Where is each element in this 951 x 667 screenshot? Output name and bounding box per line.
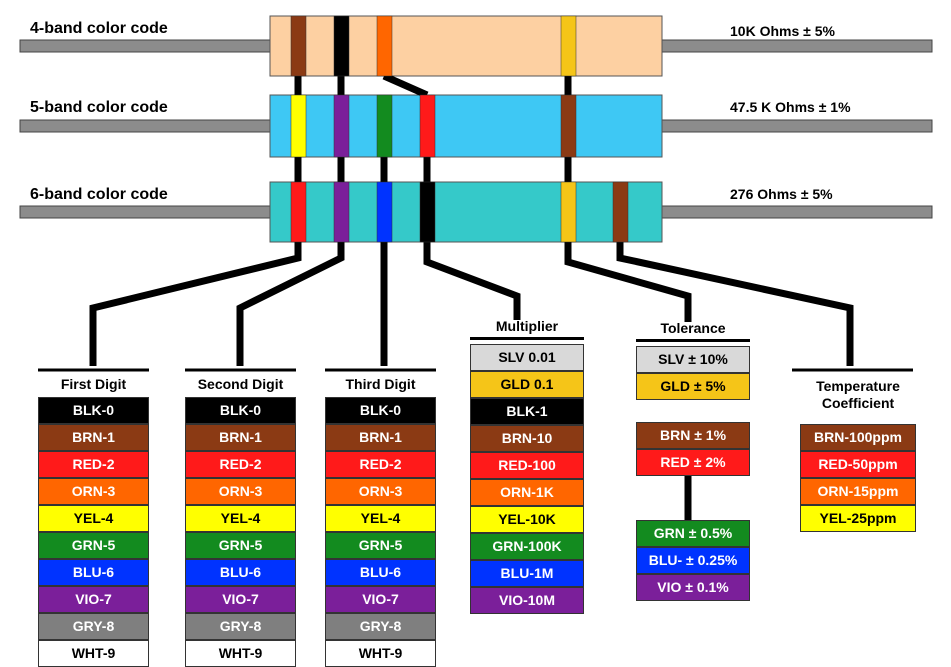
color-band	[376, 181, 393, 243]
table-cell: GRN-5	[185, 532, 296, 559]
table-cell: SLV 0.01	[470, 344, 584, 371]
table-cell: YEL-4	[325, 505, 436, 532]
table-cell: YEL-4	[185, 505, 296, 532]
color-band	[612, 181, 629, 243]
color-band	[290, 15, 307, 77]
table-cell: VIO-10M	[470, 587, 584, 614]
table-gap	[636, 498, 750, 520]
column-title: Multiplier	[470, 318, 584, 340]
column-title: Second Digit	[197, 376, 284, 392]
table-cell: RED-2	[38, 451, 149, 478]
table-cell: BRN ± 1%	[636, 422, 750, 449]
color-band	[560, 181, 577, 243]
table-cell: GLD 0.1	[470, 371, 584, 398]
color-band	[419, 181, 436, 243]
table-cell: BRN-1	[325, 424, 436, 451]
table-cell: BLK-0	[325, 397, 436, 424]
table-cell: ORN-3	[185, 478, 296, 505]
lead-wire	[19, 119, 271, 133]
table-cell: GRY-8	[185, 613, 296, 640]
table-cell: BLU-6	[38, 559, 149, 586]
band-connectors	[89, 72, 854, 366]
table-cell: VIO-7	[325, 586, 436, 613]
table-cell: SLV ± 10%	[636, 346, 750, 373]
table-cell: VIO ± 0.1%	[636, 574, 750, 601]
resistor-body-4band	[269, 15, 663, 77]
table-cell: BRN-1	[185, 424, 296, 451]
table-cell: GRN-5	[38, 532, 149, 559]
table-cell: BLK-0	[185, 397, 296, 424]
table-cell: BLK-1	[470, 398, 584, 425]
column-title: Tolerance	[636, 320, 750, 342]
color-band	[290, 94, 307, 158]
row-label-5band: 5-band color code	[30, 99, 168, 116]
table-cell: ORN-15ppm	[800, 478, 916, 505]
table-cell: BRN-10	[470, 425, 584, 452]
lead-wire	[19, 39, 271, 53]
row-value-4band: 10K Ohms ± 5%	[730, 23, 835, 39]
table-cell: RED-2	[325, 451, 436, 478]
table-cell: WHT-9	[325, 640, 436, 667]
table-cell: BLU-6	[185, 559, 296, 586]
table-cell: YEL-10K	[470, 506, 584, 533]
table-cell: ORN-3	[325, 478, 436, 505]
table-cell: WHT-9	[38, 640, 149, 667]
table-cell: YEL-4	[38, 505, 149, 532]
table-cell: BLU-1M	[470, 560, 584, 587]
color-band	[333, 94, 350, 158]
table-cell: GRN-5	[325, 532, 436, 559]
column-title: Temperature Coefficient	[816, 378, 900, 411]
table-cell: GRY-8	[325, 613, 436, 640]
lead-wire	[19, 205, 271, 219]
lead-wire	[661, 119, 933, 133]
table-cell: YEL-25ppm	[800, 505, 916, 532]
column-title: First Digit	[60, 376, 127, 392]
lead-wire	[661, 205, 933, 219]
table-cell: GRN ± 0.5%	[636, 520, 750, 547]
table-cell: BLU-6	[325, 559, 436, 586]
column-title: Third Digit	[345, 376, 416, 392]
color-band	[376, 15, 393, 77]
table-cell: ORN-1K	[470, 479, 584, 506]
table-cell: RED-2	[185, 451, 296, 478]
lead-wire	[661, 39, 933, 53]
tolerance-table: Tolerance SLV ± 10%GLD ± 5% BRN ± 1%RED ±…	[636, 320, 750, 601]
row-label-4band: 4-band color code	[30, 20, 168, 37]
resistor-body-5band	[269, 94, 663, 158]
table-cell: VIO-7	[185, 586, 296, 613]
color-band	[333, 181, 350, 243]
color-band	[560, 94, 577, 158]
table-cell: GLD ± 5%	[636, 373, 750, 400]
color-band	[333, 15, 350, 77]
color-band	[290, 181, 307, 243]
table-cell: RED-100	[470, 452, 584, 479]
table-cell: BLU- ± 0.25%	[636, 547, 750, 574]
table-cell: BRN-1	[38, 424, 149, 451]
row-label-6band: 6-band color code	[30, 186, 168, 203]
color-band	[560, 15, 577, 77]
row-value-6band: 276 Ohms ± 5%	[730, 186, 833, 202]
table-cell: RED-50ppm	[800, 451, 916, 478]
table-cell: ORN-3	[38, 478, 149, 505]
color-band	[376, 94, 393, 158]
table-gap	[636, 400, 750, 422]
resistor-body-6band	[269, 181, 663, 243]
table-cell: VIO-7	[38, 586, 149, 613]
table-cell: GRY-8	[38, 613, 149, 640]
table-cell: BLK-0	[38, 397, 149, 424]
table-gap	[636, 476, 750, 498]
table-cell: WHT-9	[185, 640, 296, 667]
color-band	[419, 94, 436, 158]
table-cell: RED ± 2%	[636, 449, 750, 476]
row-value-5band: 47.5 K Ohms ± 1%	[730, 99, 851, 115]
table-cell: BRN-100ppm	[800, 424, 916, 451]
table-cell: GRN-100K	[470, 533, 584, 560]
